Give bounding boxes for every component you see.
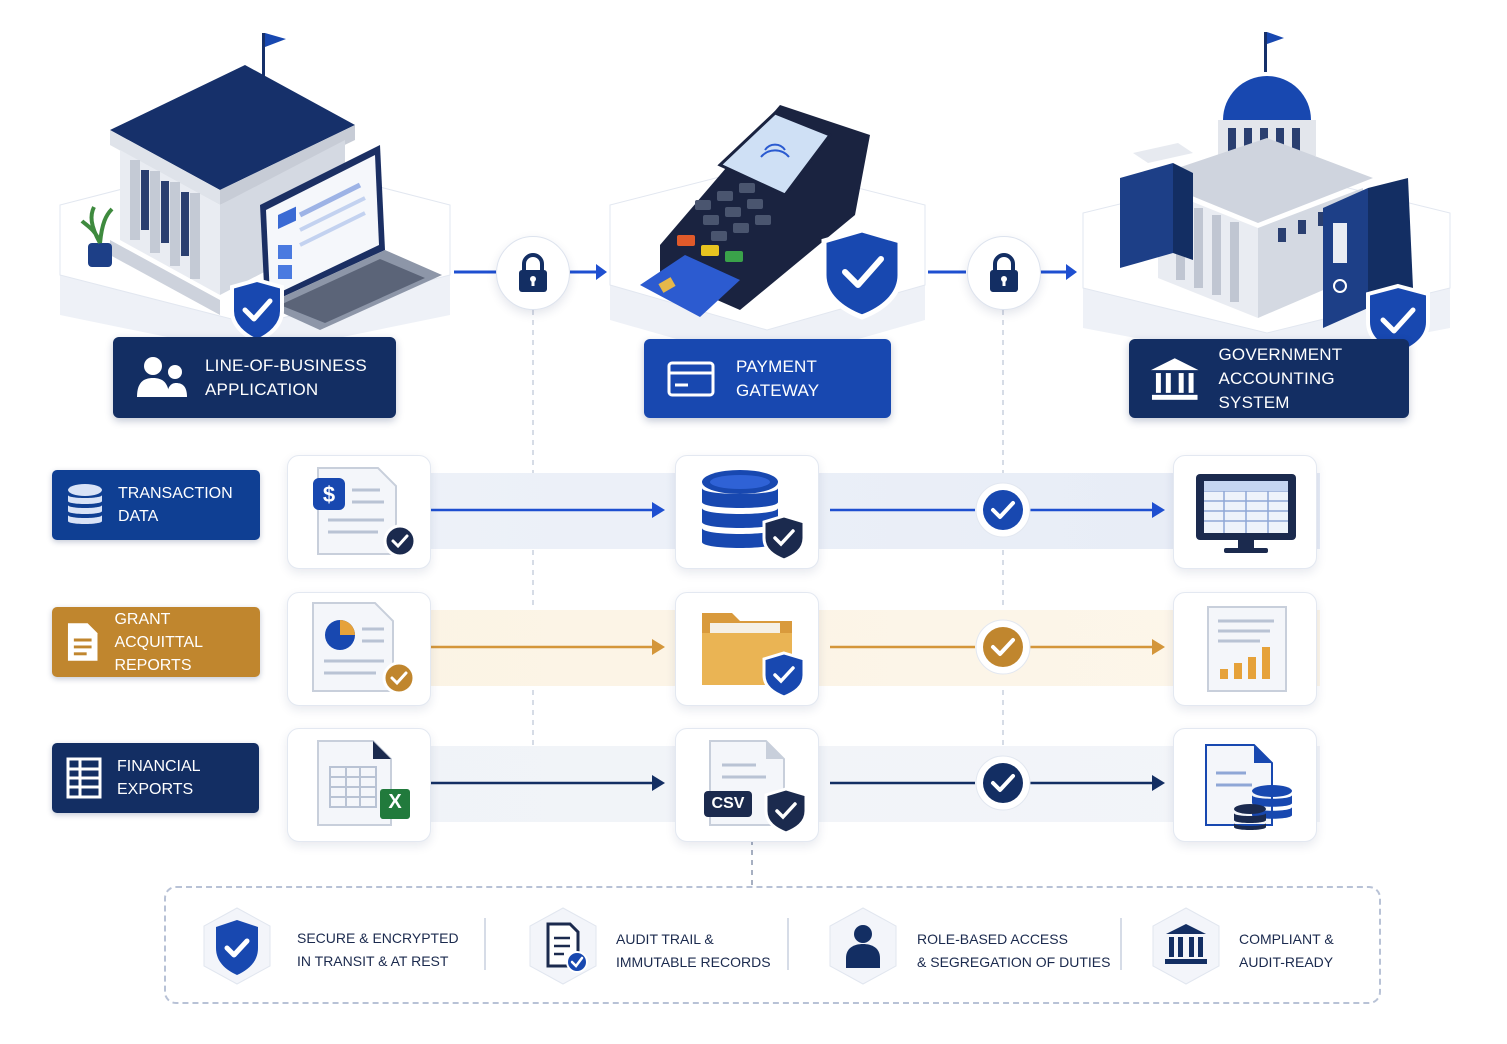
system-label-line1: LINE-OF-BUSINESS bbox=[205, 355, 367, 375]
tile-excel-doc: X bbox=[287, 728, 431, 842]
connector-lob-gateway bbox=[454, 264, 607, 280]
system-label-gov: GOVERNMENT ACCOUNTING SYSTEM bbox=[1129, 339, 1409, 418]
secure-folder-icon bbox=[702, 613, 806, 699]
row-label-line2: REPORTS bbox=[114, 656, 192, 674]
check-node-exports bbox=[975, 755, 1031, 811]
feature-divider bbox=[1120, 918, 1122, 970]
lock-node-1 bbox=[496, 236, 570, 310]
feature-line2: IMMUTABLE RECORDS bbox=[616, 954, 771, 970]
features-panel bbox=[164, 886, 1381, 1004]
row-label-line1: TRANSACTION bbox=[118, 485, 233, 502]
excel-file-icon bbox=[317, 740, 410, 826]
row-label-transaction: TRANSACTION DATA bbox=[52, 470, 260, 540]
secure-database-icon bbox=[702, 470, 806, 562]
csv-file-icon bbox=[704, 740, 808, 835]
feature-audit bbox=[526, 906, 600, 991]
system-label-gateway: PAYMENT GATEWAY bbox=[644, 339, 891, 418]
feature-compliant bbox=[1149, 906, 1223, 991]
feature-line1: AUDIT TRAIL & bbox=[616, 931, 714, 947]
card-icon bbox=[667, 361, 715, 396]
gov-illustration bbox=[1082, 32, 1451, 363]
ledger-monitor-icon bbox=[1196, 474, 1296, 553]
feature-secure bbox=[200, 906, 274, 991]
system-label-line1: GOVERNMENT bbox=[1218, 344, 1343, 364]
system-label-line2: ACCOUNTING SYSTEM bbox=[1218, 368, 1335, 412]
feature-secure-text: SECURE & ENCRYPTED IN TRANSIT & AT REST bbox=[297, 927, 459, 973]
gateway-illustration bbox=[609, 105, 926, 365]
lock-node-2 bbox=[967, 236, 1041, 310]
row-label-line1: GRANT ACQUITTAL bbox=[114, 610, 204, 651]
bar-report-icon bbox=[1207, 606, 1287, 692]
bank-icon bbox=[1150, 357, 1199, 400]
lob-illustration bbox=[59, 33, 451, 355]
tile-folder bbox=[675, 592, 819, 706]
spreadsheet-icon bbox=[66, 757, 102, 799]
feature-line1: ROLE-BASED ACCESS bbox=[917, 931, 1068, 947]
system-label-line2: GATEWAY bbox=[736, 380, 820, 400]
tile-invoice-doc: $ bbox=[287, 455, 431, 569]
system-label-line1: PAYMENT bbox=[736, 356, 818, 376]
svg-text:$: $ bbox=[323, 482, 335, 507]
feature-compliant-text: COMPLIANT & AUDIT-READY bbox=[1239, 928, 1334, 974]
system-label-line2: APPLICATION bbox=[205, 379, 319, 399]
csv-badge-text: CSV bbox=[711, 795, 745, 812]
row-label-line1: FINANCIAL bbox=[117, 758, 201, 775]
system-label-lob: LINE-OF-BUSINESS APPLICATION bbox=[113, 337, 396, 418]
feature-audit-text: AUDIT TRAIL & IMMUTABLE RECORDS bbox=[616, 928, 771, 974]
feature-line2: AUDIT-READY bbox=[1239, 954, 1334, 970]
lock-icon bbox=[519, 253, 547, 292]
tile-report-doc bbox=[287, 592, 431, 706]
connector-gateway-gov bbox=[928, 264, 1077, 280]
feature-line2: & SEGREGATION OF DUTIES bbox=[917, 954, 1111, 970]
tile-database bbox=[675, 455, 819, 569]
check-node-grant bbox=[975, 619, 1031, 675]
document-database-icon bbox=[1205, 744, 1292, 830]
shield-check-icon bbox=[203, 907, 271, 985]
tile-doc-database bbox=[1173, 728, 1317, 842]
bank-icon bbox=[1152, 907, 1220, 985]
feature-line1: COMPLIANT & bbox=[1239, 931, 1334, 947]
user-icon bbox=[829, 907, 897, 985]
tile-monitor bbox=[1173, 455, 1317, 569]
feature-rbac bbox=[826, 906, 900, 991]
feature-rbac-text: ROLE-BASED ACCESS & SEGREGATION OF DUTIES bbox=[917, 928, 1110, 974]
tile-csv: CSV bbox=[675, 728, 819, 842]
row-label-grant: GRANT ACQUITTAL REPORTS bbox=[52, 607, 260, 677]
tile-bar-report bbox=[1173, 592, 1317, 706]
row-label-line2: EXPORTS bbox=[117, 781, 194, 798]
check-node-transaction bbox=[975, 482, 1031, 538]
feature-line2: IN TRANSIT & AT REST bbox=[297, 953, 449, 969]
pie-report-icon bbox=[312, 602, 416, 695]
database-icon bbox=[68, 484, 102, 524]
invoice-doc-icon: $ bbox=[313, 467, 417, 558]
lock-icon bbox=[990, 253, 1018, 292]
document-icon bbox=[67, 623, 98, 661]
feature-line1: SECURE & ENCRYPTED bbox=[297, 930, 459, 946]
feature-divider bbox=[484, 918, 486, 970]
audit-doc-icon bbox=[529, 907, 597, 985]
users-icon bbox=[137, 356, 187, 397]
row-label-line2: DATA bbox=[118, 508, 159, 525]
row-label-exports: FINANCIAL EXPORTS bbox=[52, 743, 259, 813]
feature-divider bbox=[787, 918, 789, 970]
excel-badge-text: X bbox=[388, 791, 402, 813]
